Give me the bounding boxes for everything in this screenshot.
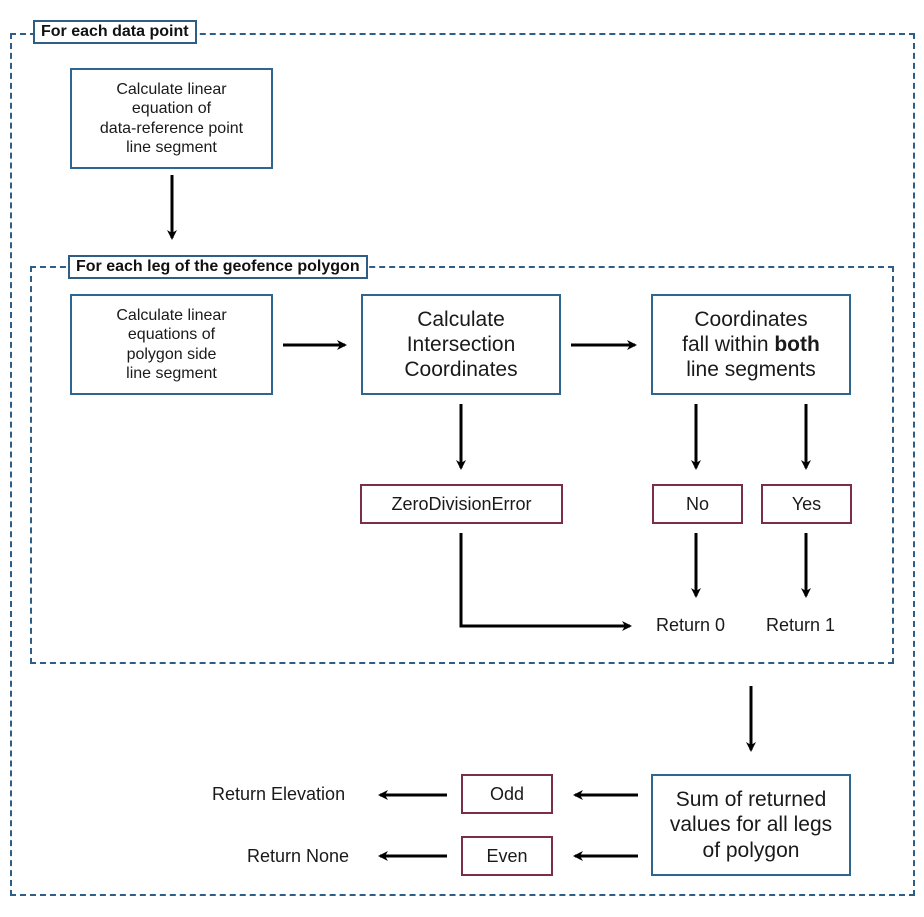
coordinates-within-segments-box: Coordinates fall within both line segmen… xyxy=(651,294,851,395)
sum-returned-values-box: Sum of returned values for all legs of p… xyxy=(651,774,851,876)
yes-box: Yes xyxy=(761,484,852,524)
zero-division-error-box: ZeroDivisionError xyxy=(360,484,563,524)
calc-data-reference-equation-box: Calculate linear equation of data-refere… xyxy=(70,68,273,169)
return-1-label: Return 1 xyxy=(766,614,836,635)
outer-region-for-each-data-point xyxy=(10,33,915,896)
return-0-label: Return 0 xyxy=(656,614,726,635)
calc-intersection-coordinates-box: Calculate Intersection Coordinates xyxy=(361,294,561,395)
return-none-label: Return None xyxy=(247,845,350,866)
arrow-zero-division-to-return-0 xyxy=(459,533,632,631)
inner-region-label: For each leg of the geofence polygon xyxy=(68,255,368,279)
coordinates-within-text: Coordinates fall within both line segmen… xyxy=(682,307,820,382)
odd-box: Odd xyxy=(461,774,553,814)
no-box: No xyxy=(652,484,743,524)
inner-region-for-each-leg xyxy=(30,266,894,664)
even-box: Even xyxy=(461,836,553,876)
calc-polygon-side-equation-box: Calculate linear equations of polygon si… xyxy=(70,294,273,395)
return-elevation-label: Return Elevation xyxy=(212,783,346,804)
outer-region-label: For each data point xyxy=(33,20,197,44)
